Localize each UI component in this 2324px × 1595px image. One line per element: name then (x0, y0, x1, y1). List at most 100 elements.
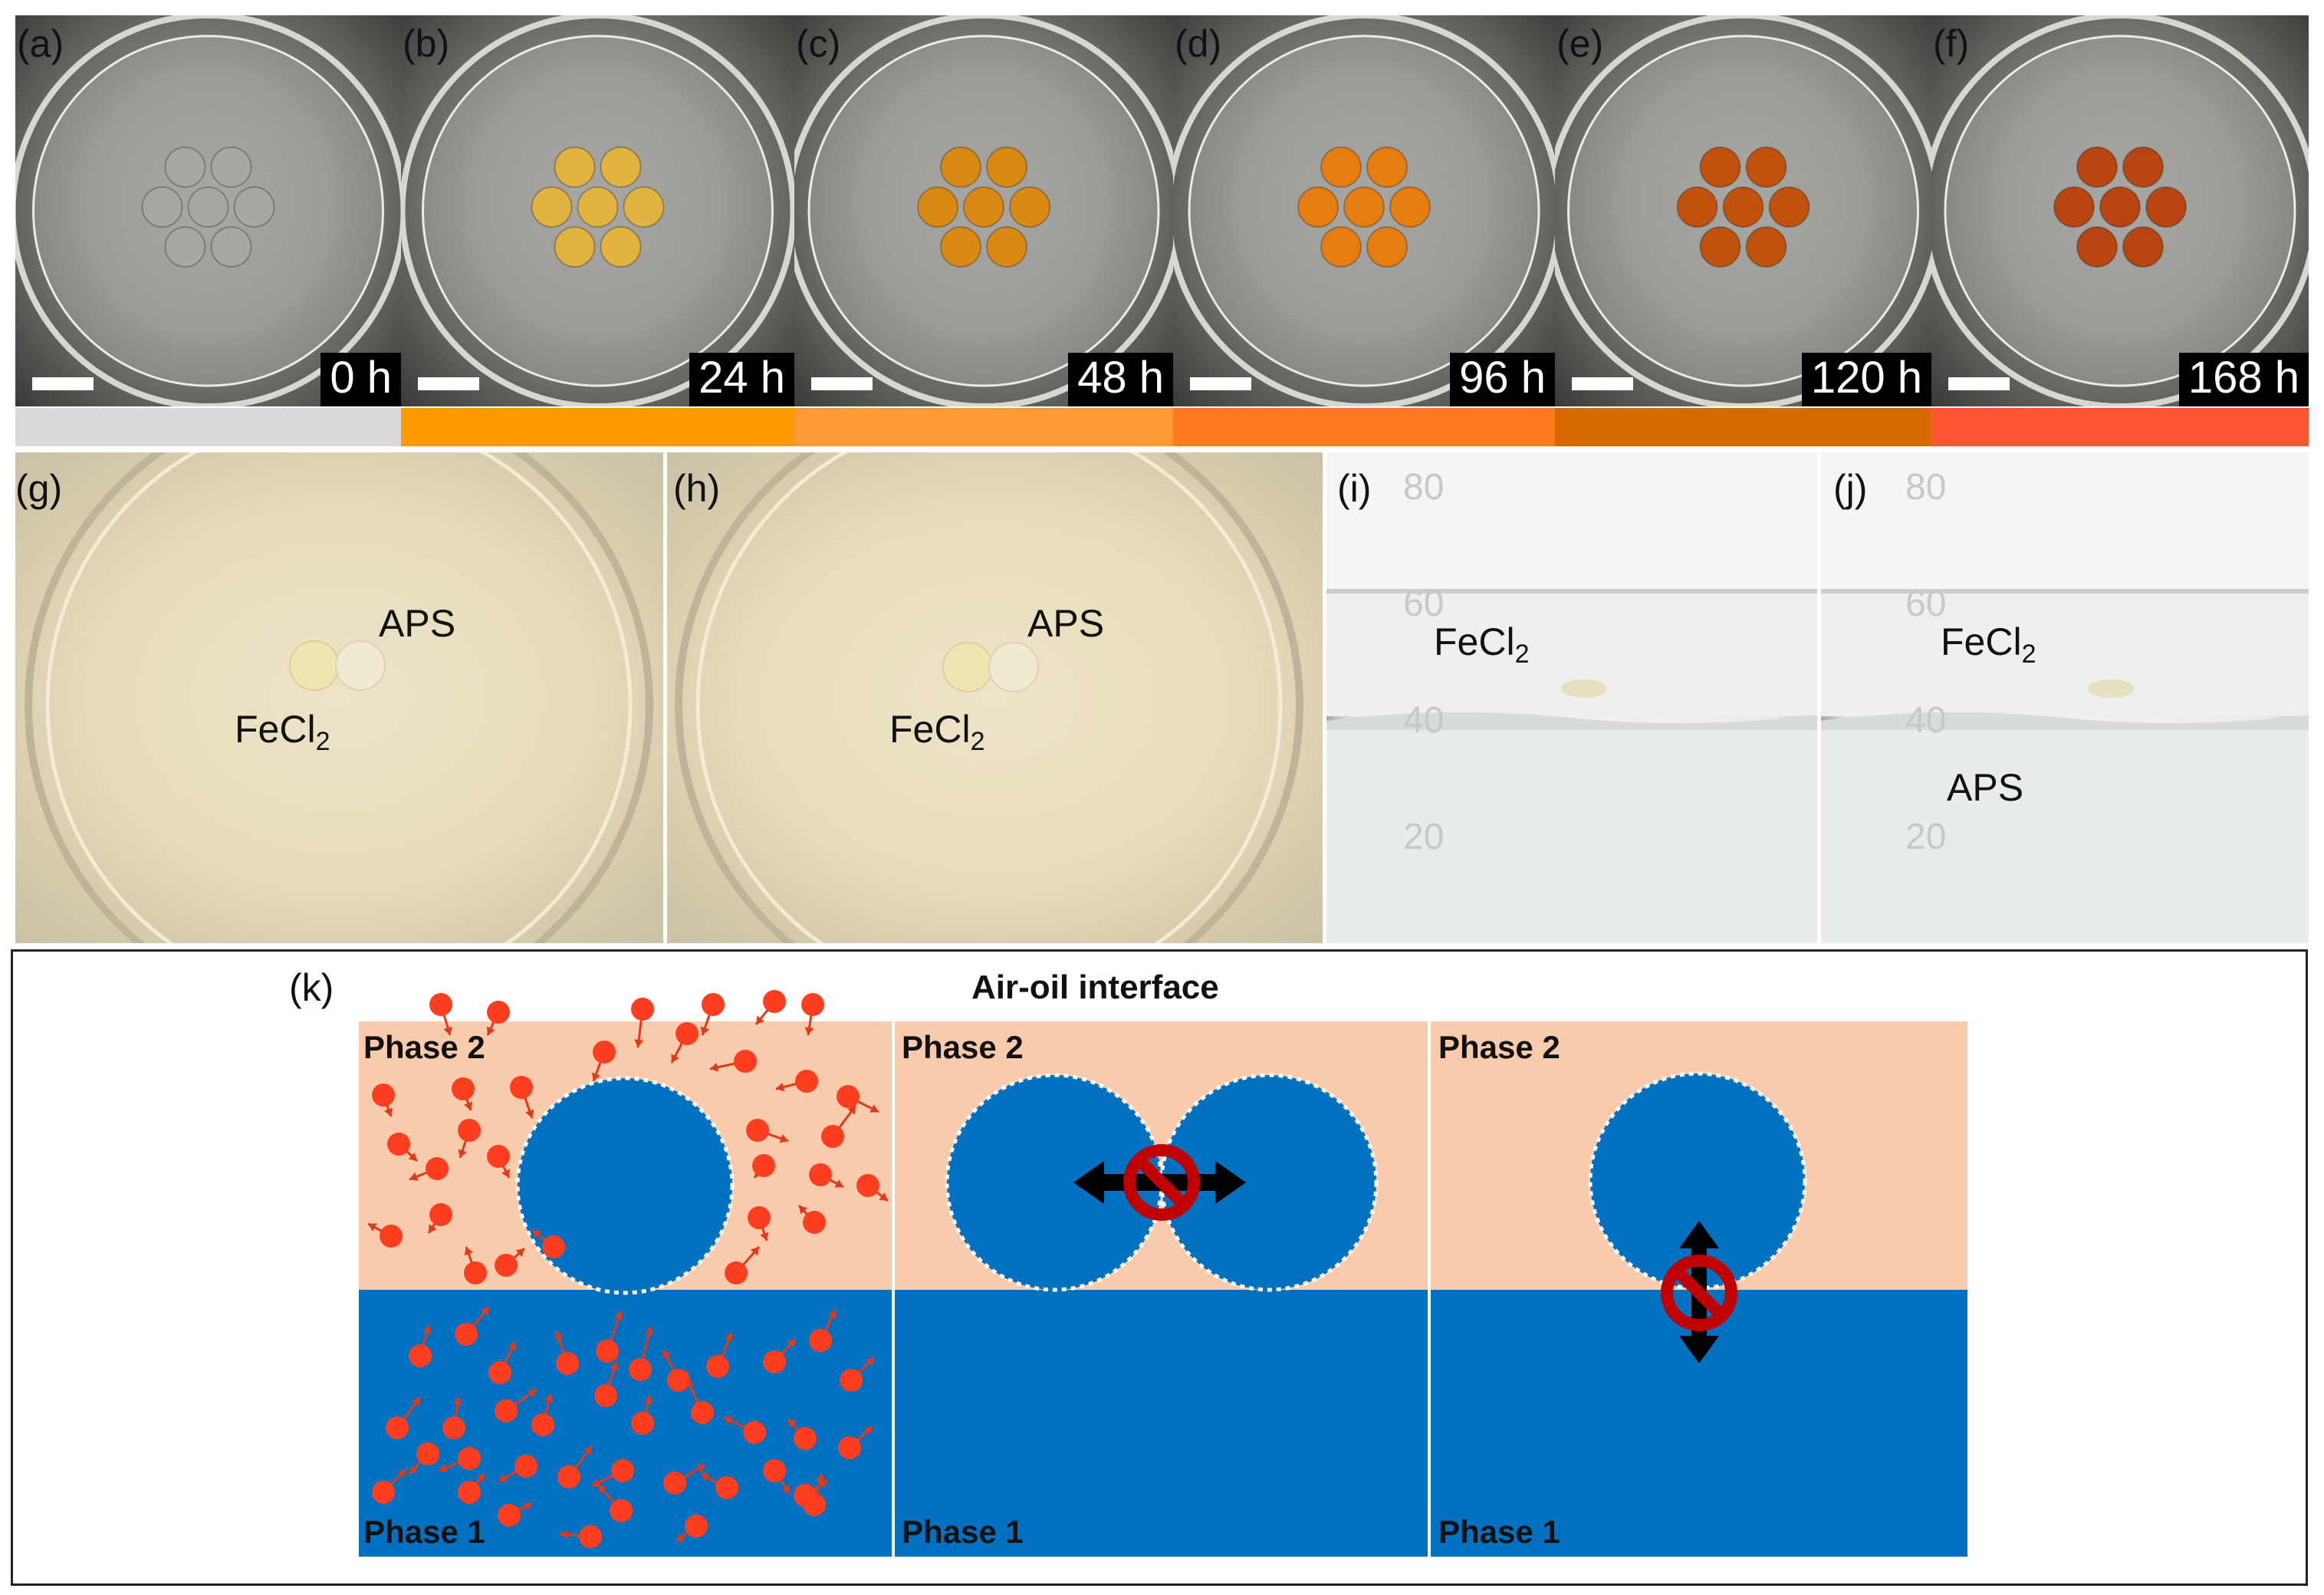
bead (164, 226, 206, 268)
particle-arrowhead (610, 1362, 619, 1371)
bead (2122, 226, 2164, 268)
bead (1722, 186, 1764, 228)
fecl2-label: FeCl2 (889, 708, 985, 756)
particle-arrowhead (409, 1465, 419, 1474)
particle (809, 1163, 832, 1186)
particle (542, 1235, 565, 1258)
scale-bar (418, 377, 479, 390)
particle (429, 993, 452, 1016)
particle-arrowhead (544, 1394, 554, 1403)
panel-j-label: (j) (1833, 467, 1868, 510)
particle-arrowhead (676, 1533, 685, 1541)
particle (426, 1157, 449, 1180)
particle-arrowhead (781, 1485, 790, 1494)
time-badge: 96 h (1450, 353, 1555, 406)
bead (187, 186, 229, 228)
particle (763, 990, 786, 1013)
particle-arrowhead (869, 1104, 879, 1113)
bead (2053, 186, 2095, 228)
particle (794, 1427, 817, 1450)
beaker-graphic (1326, 452, 1817, 943)
particle (387, 1133, 410, 1156)
phase1-region-2 (895, 1290, 1428, 1557)
bead (531, 186, 573, 228)
panel-k-label: (k) (289, 966, 334, 1009)
particle-arrowhead (724, 1416, 733, 1425)
particle (372, 1481, 395, 1504)
droplet (515, 1076, 735, 1295)
time-badge: 168 h (2178, 353, 2309, 406)
color-band (15, 408, 401, 446)
particle (556, 1352, 579, 1375)
particle-arrowhead (458, 1149, 467, 1158)
bead (940, 146, 981, 188)
bead (917, 186, 958, 228)
color-band (1173, 408, 1555, 446)
particle (837, 1085, 860, 1108)
particle (596, 1340, 619, 1363)
bead (986, 226, 1027, 268)
bead (1699, 146, 1741, 188)
particle-arrowhead (532, 1230, 541, 1238)
particle-arrowhead (834, 1179, 843, 1188)
diagram-title: Air-oil interface (971, 969, 1219, 1006)
particle-arrowhead (598, 1485, 607, 1494)
particle-arrowhead (614, 1311, 623, 1320)
particle (495, 1399, 518, 1422)
particle (458, 1481, 481, 1504)
color-band (794, 408, 1173, 446)
bead (600, 146, 642, 188)
particle (631, 1412, 654, 1435)
fecl2-label: FeCl2 (1941, 620, 2036, 669)
panel-d-photo: (d)96 h (1173, 15, 1555, 406)
panel-j-photo: 80 60 40 20 (j) FeCl2 APS (1821, 452, 2309, 943)
particle (631, 998, 654, 1021)
particle (706, 1355, 729, 1378)
beaker-mark-40: 40 (1905, 700, 1947, 741)
bead (554, 146, 596, 188)
aps-label: APS (379, 602, 456, 645)
particle-arrowhead (787, 1339, 796, 1348)
color-band (401, 408, 794, 446)
phase1-label: Phase 1 (363, 1514, 485, 1550)
particle (803, 1211, 826, 1234)
bead (577, 186, 619, 228)
particle (821, 1125, 844, 1148)
particle-arrowhead (409, 1172, 419, 1181)
scale-bar (1948, 377, 2010, 390)
particle-arrowhead (701, 1473, 710, 1482)
bead (1297, 186, 1339, 228)
panel-a-photo: (a)0 h (15, 15, 401, 406)
particle (386, 1416, 409, 1439)
panel-i-label: (i) (1337, 467, 1372, 510)
bead (2099, 186, 2141, 228)
petri-dish-graphic (25, 452, 653, 943)
particle-arrowhead (583, 1446, 592, 1455)
panel-label: (e) (1556, 22, 1604, 65)
beaker-mark-80: 80 (1403, 467, 1445, 508)
panel-e-photo: (e)120 h (1555, 15, 1931, 406)
particle-arrowhead (480, 1307, 489, 1316)
phase1-label: Phase 1 (902, 1514, 1024, 1550)
beaker-mark-20: 20 (1403, 817, 1445, 857)
particle (856, 1174, 879, 1197)
particle-arrowhead (591, 1072, 601, 1081)
particle-arrowhead (560, 1530, 568, 1539)
particle-arrowhead (501, 1169, 510, 1178)
time-badge: 48 h (1068, 353, 1173, 406)
particle (610, 1499, 633, 1522)
particle (734, 1050, 757, 1073)
bead (2076, 226, 2118, 268)
particle (746, 1119, 769, 1142)
bead (1320, 146, 1362, 188)
bead (1366, 226, 1408, 268)
particle (593, 1041, 616, 1064)
particle (685, 1514, 708, 1537)
particle-arrowhead (799, 1205, 808, 1215)
particle-arrowhead (515, 1248, 524, 1258)
bead (210, 226, 252, 268)
particle (676, 1022, 699, 1045)
particle (725, 1261, 748, 1284)
particle-arrowhead (644, 1327, 654, 1336)
particle-arrowhead (828, 1310, 837, 1319)
